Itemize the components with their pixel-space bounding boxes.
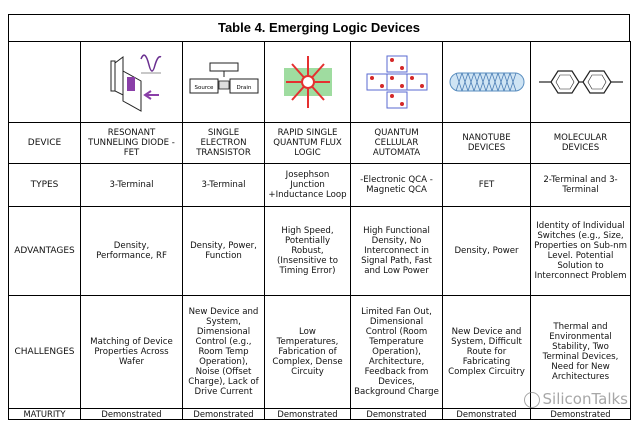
blank-corner-cell xyxy=(8,41,81,123)
wechat-icon xyxy=(523,391,540,408)
advantages-cell: High Functional Density, No Interconnect… xyxy=(350,206,443,296)
table-title: Table 4. Emerging Logic Devices xyxy=(8,14,630,41)
advantages-cell: High Speed, Potentially Robust, (Insensi… xyxy=(264,206,351,296)
types-cell: 3-Terminal xyxy=(80,163,183,207)
types-cell: FET xyxy=(442,163,531,207)
row-label-advantages: ADVANTAGES xyxy=(8,206,81,296)
molecular-illustration xyxy=(530,41,631,123)
emerging-logic-devices-table: Source Drain xyxy=(8,41,631,420)
maturity-cell: Demonstrated xyxy=(80,408,183,420)
maturity-cell: Demonstrated xyxy=(530,408,631,420)
types-cell: 2-Terminal and 3-Terminal xyxy=(530,163,631,207)
challenges-cell: Thermal and Environmental Stability, Two… xyxy=(530,295,631,409)
device-row: DEVICE RESONANT TUNNELING DIODE - FET SI… xyxy=(8,122,631,164)
set-illustration: Source Drain xyxy=(182,41,265,123)
device-cell: QUANTUM CELLULAR AUTOMATA xyxy=(350,122,443,164)
challenges-cell: Matching of Device Properties Across Waf… xyxy=(80,295,183,409)
row-label-device: DEVICE xyxy=(8,122,81,164)
row-label-types: TYPES xyxy=(8,163,81,207)
device-cell: SINGLE ELECTRON TRANSISTOR xyxy=(182,122,265,164)
challenges-cell: New Device and System, Difficult Route f… xyxy=(442,295,531,409)
device-cell: RESONANT TUNNELING DIODE - FET xyxy=(80,122,183,164)
maturity-cell: Demonstrated xyxy=(442,408,531,420)
device-cell: MOLECULAR DEVICES xyxy=(530,122,631,164)
device-cell: RAPID SINGLE QUANTUM FLUX LOGIC xyxy=(264,122,351,164)
row-label-challenges: CHALLENGES xyxy=(8,295,81,409)
watermark-text: SiliconTalks xyxy=(542,390,629,408)
row-label-maturity: MATURITY xyxy=(8,408,81,420)
types-cell: Josephson Junction +Inductance Loop xyxy=(264,163,351,207)
rtd-fet-illustration xyxy=(80,41,183,123)
illustration-row: Source Drain xyxy=(8,41,631,123)
challenges-cell: New Device and System, Dimensional Contr… xyxy=(182,295,265,409)
rsfq-illustration xyxy=(264,41,351,123)
advantages-cell: Density, Performance, RF xyxy=(80,206,183,296)
challenges-cell: Low Temperatures, Fabrication of Complex… xyxy=(264,295,351,409)
advantages-cell: Density, Power, Function xyxy=(182,206,265,296)
types-cell: -Electronic QCA -Magnetic QCA xyxy=(350,163,443,207)
maturity-row: MATURITY Demonstrated Demonstrated Demon… xyxy=(8,408,631,420)
qca-illustration xyxy=(350,41,443,123)
maturity-cell: Demonstrated xyxy=(182,408,265,420)
set-drain-label: Drain xyxy=(236,85,251,91)
table-container: Table 4. Emerging Logic Devices xyxy=(8,14,631,420)
types-cell: 3-Terminal xyxy=(182,163,265,207)
set-source-label: Source xyxy=(194,85,214,91)
device-cell: NANOTUBE DEVICES xyxy=(442,122,531,164)
nanotube-illustration xyxy=(442,41,531,123)
maturity-cell: Demonstrated xyxy=(350,408,443,420)
advantages-cell: Density, Power xyxy=(442,206,531,296)
advantages-cell: Identity of Individual Switches (e.g., S… xyxy=(530,206,631,296)
challenges-cell: Limited Fan Out, Dimensional Control (Ro… xyxy=(350,295,443,409)
watermark: SiliconTalks xyxy=(523,390,629,408)
maturity-cell: Demonstrated xyxy=(264,408,351,420)
advantages-row: ADVANTAGES Density, Performance, RF Dens… xyxy=(8,206,631,296)
types-row: TYPES 3-Terminal 3-Terminal Josephson Ju… xyxy=(8,163,631,207)
